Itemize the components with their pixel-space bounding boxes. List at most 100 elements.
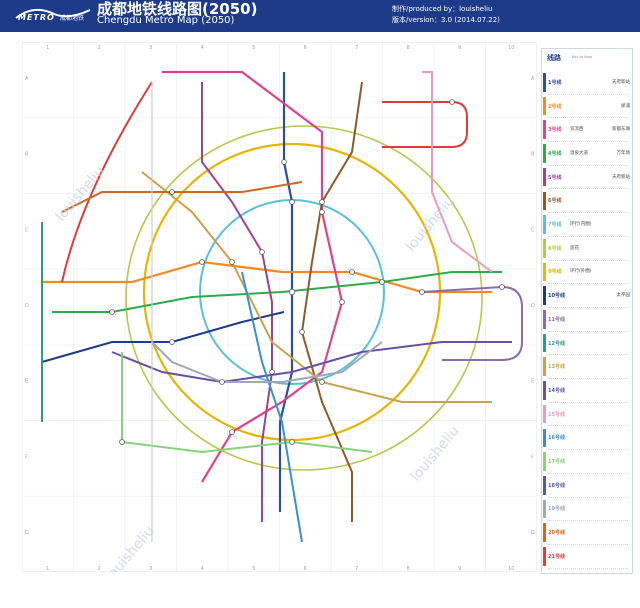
grid-column-label: 7 <box>355 45 358 51</box>
grid-row-label: E <box>25 379 28 385</box>
legend-row[interactable]: 19号线 <box>542 498 632 522</box>
line-17[interactable] <box>121 352 373 454</box>
grid-column-label: 8 <box>407 566 410 572</box>
line-16[interactable] <box>61 81 153 283</box>
line-6[interactable] <box>300 81 363 522</box>
legend-row[interactable]: 21号线 <box>542 545 632 569</box>
line-12-loop[interactable] <box>382 101 468 148</box>
line-11[interactable] <box>421 285 523 361</box>
legend-color-swatch <box>543 310 546 329</box>
line-5[interactable] <box>201 82 273 522</box>
grid-column-label: 9 <box>458 45 461 51</box>
grid-row-label: A <box>25 76 29 82</box>
legend-row[interactable]: 10号线太平园 <box>542 284 632 308</box>
legend-line-name: 8号线 <box>548 245 562 252</box>
logo-text: METRO <box>18 13 55 22</box>
legend-color-swatch <box>543 475 546 495</box>
legend-divider <box>548 188 628 190</box>
legend-divider <box>548 283 628 285</box>
grid-column-label: 4 <box>201 45 204 51</box>
legend-line-name: 12号线 <box>548 340 565 347</box>
legend-row[interactable]: 18号线 <box>542 474 632 498</box>
legend-divider <box>548 117 628 119</box>
legend-divider <box>548 354 628 356</box>
legend-line-name: 4号线 <box>548 150 562 157</box>
legend-row[interactable]: 5号线天府新站 <box>542 166 632 190</box>
legend-row[interactable]: 2号线犀浦 <box>542 95 632 119</box>
line-1[interactable] <box>278 72 294 512</box>
version-credit: 版本/version：3.0 (2014.07.22) <box>392 16 500 24</box>
legend-row[interactable]: 12号线 <box>542 332 632 356</box>
legend-line-name: 17号线 <box>548 459 565 466</box>
legend-color-swatch <box>543 120 546 140</box>
line-15[interactable] <box>422 71 493 273</box>
legend-terminus-b: 犀浦 <box>621 103 630 109</box>
legend-divider <box>548 543 628 545</box>
legend-divider <box>548 496 628 498</box>
line-13[interactable] <box>141 171 492 403</box>
legend-row[interactable]: 14号线 <box>542 379 632 403</box>
legend-row[interactable]: 15号线 <box>542 403 632 427</box>
grid-row-label: D <box>25 303 29 309</box>
legend-row[interactable]: 6号线 <box>542 190 632 214</box>
grid-column-label: 6 <box>304 566 307 572</box>
legend-divider <box>548 330 628 332</box>
legend-divider <box>548 401 628 403</box>
legend-row[interactable]: 1号线天府新站 <box>542 71 632 95</box>
grid-column-label: 9 <box>458 566 461 572</box>
legend-row[interactable]: 11号线 <box>542 308 632 332</box>
line-18[interactable] <box>241 271 303 543</box>
legend-divider <box>548 235 628 237</box>
legend-terminus-a: 莲花 <box>570 245 579 251</box>
legend-color-swatch <box>543 333 546 353</box>
legend-color-swatch <box>543 357 546 377</box>
legend-divider <box>548 259 628 261</box>
grid-column-label: 2 <box>98 566 101 572</box>
grid-column-label: 2 <box>98 45 101 51</box>
line-8-arc[interactable] <box>125 125 483 471</box>
legend-title: 线路 <box>547 54 561 62</box>
legend-terminus-b: 万年场 <box>616 150 631 156</box>
legend-line-name: 7号线 <box>548 222 562 229</box>
legend-row[interactable]: 16号线 <box>542 427 632 451</box>
legend-color-swatch <box>543 262 546 282</box>
legend-line-name: 1号线 <box>548 79 562 86</box>
legend-divider <box>548 212 628 214</box>
legend-color-swatch <box>543 215 546 234</box>
legend-row[interactable]: 4号线温泉大道万年场 <box>542 142 632 166</box>
legend-divider <box>548 425 628 427</box>
legend-terminus-a: 双流西 <box>570 127 584 133</box>
grid-column-label: 7 <box>355 566 358 572</box>
grid-row-label: C <box>531 227 535 233</box>
line-3[interactable] <box>162 70 344 483</box>
map-title-english: Chengdu Metro Map (2050) <box>97 15 235 26</box>
legend-divider <box>548 141 628 143</box>
legend-line-name: 19号线 <box>548 506 565 513</box>
legend-row[interactable]: 9号线环行(外圈) <box>542 261 632 285</box>
grid-column-label: 8 <box>407 45 410 51</box>
legend-row[interactable]: 13号线 <box>542 355 632 380</box>
legend-color-swatch <box>543 238 546 258</box>
legend-row[interactable]: 17号线 <box>542 450 632 474</box>
legend-color-swatch <box>543 547 546 566</box>
line-19[interactable] <box>151 341 383 383</box>
legend-line-name: 20号线 <box>548 530 565 537</box>
legend-terminus-a: 环行(内圈) <box>570 222 592 228</box>
legend-row[interactable]: 8号线 莲花 <box>542 237 632 261</box>
grid-row-label: A <box>531 76 535 82</box>
metro-logo-icon <box>15 8 91 19</box>
grid-row-label: C <box>25 227 29 233</box>
legend-line-name: 3号线 <box>548 127 562 134</box>
grid-row-label: F <box>25 454 28 460</box>
legend-terminus-b: 新都东湖 <box>612 127 630 133</box>
legend-color-swatch <box>543 96 546 116</box>
line-14[interactable] <box>111 341 512 384</box>
station-markers <box>109 99 505 445</box>
grid-column-label: 4 <box>201 566 204 572</box>
legend-divider <box>548 93 628 95</box>
grid-column-label: 10 <box>508 566 514 572</box>
legend-row[interactable]: 7号线 环行(内圈) <box>542 213 632 237</box>
legend-row[interactable]: 20号线 <box>542 521 632 545</box>
legend-row[interactable]: 3号线 双流西 新都东湖 <box>542 118 632 143</box>
